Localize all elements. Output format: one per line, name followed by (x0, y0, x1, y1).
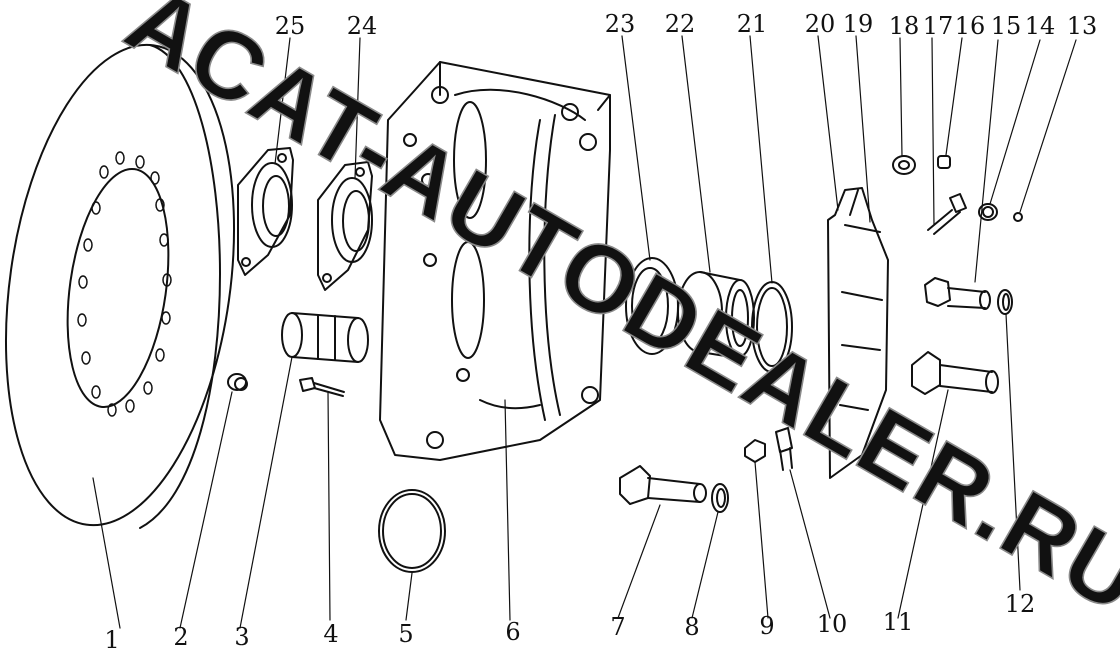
callout-8: 8 (684, 613, 699, 641)
part-washer-12 (998, 290, 1012, 314)
callout-12: 12 (1005, 590, 1036, 618)
callout-9: 9 (759, 612, 774, 640)
callout-25: 25 (275, 12, 306, 40)
callout-1: 1 (104, 626, 119, 654)
callout-19: 19 (843, 10, 874, 38)
part-o-ring (379, 490, 445, 572)
watermark-text: ACAT-AUTODEALER.RU (110, 0, 1120, 634)
callout-16: 16 (955, 12, 986, 40)
callout-2: 2 (173, 623, 188, 651)
callout-6: 6 (505, 618, 520, 646)
callout-7: 7 (610, 613, 625, 641)
part-washer-18 (893, 156, 915, 174)
part-bleeder-screw (300, 378, 344, 396)
callout-14: 14 (1025, 12, 1056, 40)
callout-20: 20 (805, 10, 836, 38)
part-cap-16 (938, 156, 950, 168)
callout-21: 21 (737, 10, 768, 38)
part-small-nut (228, 374, 247, 390)
callout-15: 15 (991, 12, 1022, 40)
callout-24: 24 (347, 12, 378, 40)
callout-3: 3 (234, 623, 249, 651)
callout-17: 17 (923, 12, 954, 40)
part-bolt-11 (912, 352, 998, 394)
part-ball-13 (1014, 213, 1022, 221)
part-flange-25 (238, 148, 293, 275)
callout-23: 23 (605, 10, 636, 38)
part-nut-9 (745, 440, 765, 462)
part-long-bolt (620, 466, 706, 504)
callout-18: 18 (889, 12, 920, 40)
callout-22: 22 (665, 10, 696, 38)
callout-5: 5 (398, 620, 413, 648)
part-bolt-15 (925, 278, 990, 309)
callout-11: 11 (883, 608, 914, 636)
callout-10: 10 (817, 610, 848, 638)
callout-13: 13 (1067, 12, 1098, 40)
part-bushing (282, 313, 368, 362)
part-washer-8 (712, 484, 728, 512)
callout-4: 4 (323, 620, 338, 648)
